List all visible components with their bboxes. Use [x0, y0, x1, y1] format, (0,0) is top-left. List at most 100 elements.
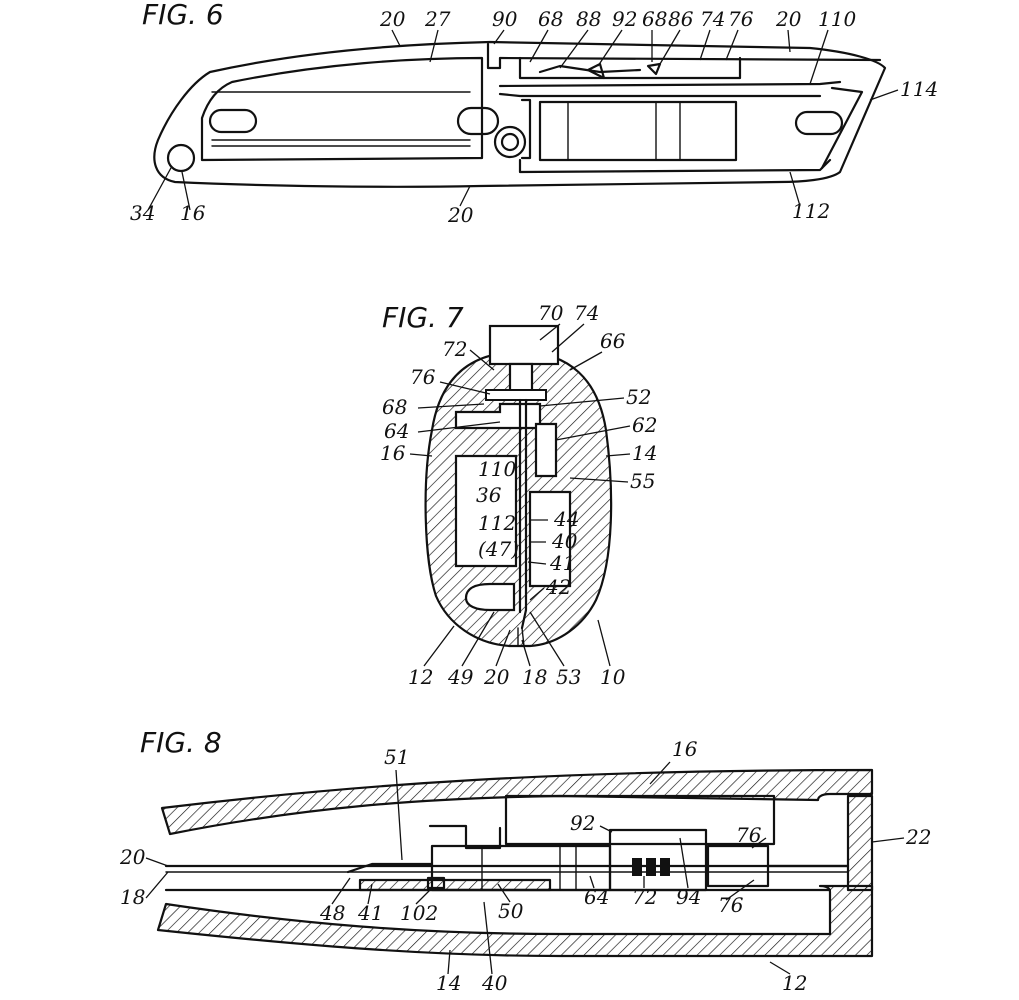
fig6-latch-92	[586, 62, 606, 80]
figure-6-title: FIG. 6	[142, 0, 224, 31]
fig6-slot-mid	[456, 106, 500, 136]
fig8-ref-16: 16	[672, 737, 698, 761]
fig8-latch-92	[608, 828, 708, 892]
fig6-ref-86: 86	[668, 7, 694, 31]
fig7-ref-112: 112	[478, 511, 516, 535]
fig8-base-plate-40	[358, 878, 552, 892]
figure-8-title: FIG. 8	[140, 726, 222, 759]
fig8-lower-wall-14	[156, 884, 874, 958]
fig7-ref-18: 18	[522, 665, 547, 689]
fig7-ref-62: 62	[632, 413, 657, 437]
fig6-inner-wall	[200, 56, 484, 162]
fig6-slot-right	[794, 110, 844, 136]
fig7-cavity-right	[528, 490, 572, 588]
fig7-ref-68: 68	[382, 395, 407, 419]
fig8-leader-lines	[145, 761, 905, 975]
fig6-bottom-plate	[518, 158, 832, 174]
figure-7-title: FIG. 7	[382, 301, 464, 334]
fig6-ref-27: 27	[424, 7, 451, 31]
fig6-spring-88	[538, 64, 642, 74]
fig6-carriage-divisions	[567, 101, 681, 161]
fig7-slot-lower	[464, 582, 516, 612]
fig8-tooth-b	[646, 858, 656, 876]
fig6-ref-16: 16	[180, 201, 206, 225]
fig8-pin-102	[426, 876, 446, 890]
fig7-ref-41: 41	[549, 551, 575, 575]
fig7-side-pocket-62	[534, 422, 558, 478]
fig8-ref-72: 72	[632, 885, 657, 909]
fig8-ref-41: 41	[357, 901, 383, 925]
fig7-ref-40: 40	[551, 529, 578, 553]
fig6-slider-74	[518, 56, 742, 80]
figure-6: FIG. 6 20 27 90 68 88 92	[130, 0, 938, 227]
fig6-ref-92: 92	[612, 7, 637, 31]
fig6-ref-20b: 20	[775, 7, 802, 31]
fig7-split-18	[517, 627, 525, 647]
fig7-ref-53: 53	[556, 665, 581, 689]
fig6-blade-lower	[498, 92, 822, 98]
fig6-slot-left	[208, 108, 258, 134]
fig6-ref-20a: 20	[379, 7, 406, 31]
fig6-ref-110: 110	[818, 7, 856, 31]
fig8-ref-18: 18	[120, 885, 145, 909]
fig7-ref-72: 72	[442, 337, 467, 361]
fig8-spring-51	[428, 824, 502, 850]
fig6-ref-76: 76	[728, 7, 754, 31]
fig7-ref-10: 10	[600, 665, 626, 689]
fig7-cavity-110	[454, 454, 518, 568]
fig8-ref-12: 12	[782, 971, 807, 995]
fig7-ref-49: 49	[447, 665, 474, 689]
fig8-ref-50: 50	[498, 899, 524, 923]
fig6-ref-74: 74	[700, 7, 725, 31]
fig6-carriage-end	[520, 98, 532, 160]
fig7-ref-52: 52	[626, 385, 651, 409]
fig7-ref-74: 74	[574, 301, 599, 325]
fig8-ref-22: 22	[905, 825, 931, 849]
fig7-ref-36: 36	[476, 483, 502, 507]
fig7-ref-20: 20	[483, 665, 510, 689]
fig7-ref-14: 14	[632, 441, 657, 465]
fig6-ref-68b: 68	[642, 7, 667, 31]
fig6-housing-outline	[153, 40, 887, 188]
fig8-ref-48: 48	[319, 901, 345, 925]
fig8-blade-tip-48	[346, 862, 434, 874]
fig8-end-cap-22	[846, 794, 874, 892]
fig7-ref-16: 16	[380, 441, 406, 465]
fig6-pivot-center	[493, 125, 527, 159]
fig8-tooth-c	[660, 858, 670, 876]
fig6-carriage-block	[538, 100, 738, 162]
fig8-ref-102: 102	[400, 901, 438, 925]
fig7-knob-70	[488, 324, 560, 366]
fig6-ref-68a: 68	[538, 7, 563, 31]
fig7-ref-42: 42	[545, 575, 571, 599]
fig8-ref-14: 14	[436, 971, 461, 995]
fig7-ref-64: 64	[384, 419, 409, 443]
fig6-pivot-center-inner	[500, 132, 520, 152]
fig8-ref-40: 40	[481, 971, 508, 995]
fig6-tab-86	[646, 62, 662, 76]
fig7-ref-44: 44	[553, 507, 579, 531]
fig8-upper-wall-16	[160, 768, 874, 836]
fig8-tooth-a	[632, 858, 642, 876]
fig6-ref-88: 88	[576, 7, 601, 31]
fig8-ref-64: 64	[584, 885, 609, 909]
fig7-plate-76	[485, 389, 547, 401]
fig7-ref-76: 76	[410, 365, 436, 389]
fig7-leader-lines	[409, 323, 631, 667]
fig6-top-edge	[486, 42, 882, 70]
fig6-blade-upper	[498, 80, 842, 88]
figure-7: FIG. 7 70 74 72 66 76 68 52 64 62 16 110…	[380, 301, 657, 689]
fig7-ref-70: 70	[538, 301, 564, 325]
fig7-ref-47: (47)	[478, 537, 519, 561]
fig7-ref-110: 110	[478, 457, 516, 481]
fig6-leader-lines	[147, 29, 899, 211]
fig6-ref-112: 112	[792, 199, 830, 223]
fig8-slider-housing	[504, 794, 776, 846]
fig8-ref-20: 20	[119, 845, 146, 869]
fig7-blade-40	[518, 398, 528, 630]
fig8-ref-76a: 76	[736, 823, 762, 847]
fig6-blade-112-tip	[820, 86, 864, 170]
fig7-ref-12: 12	[408, 665, 433, 689]
